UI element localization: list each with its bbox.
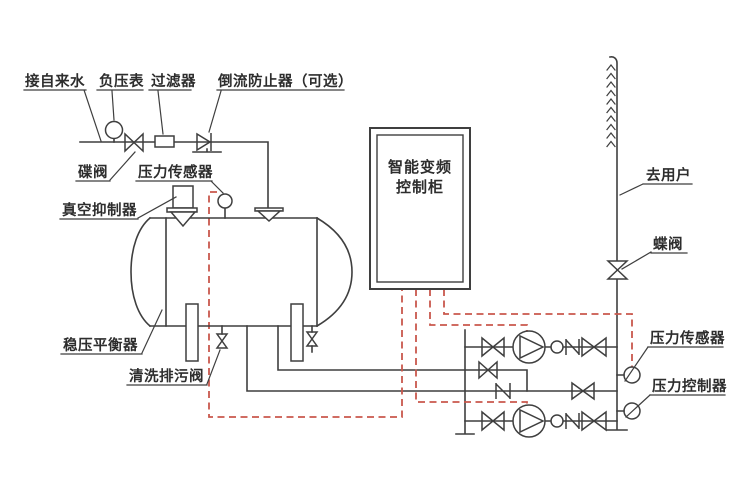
svg-text:碟阀: 碟阀 [78, 163, 108, 181]
pump-2-symbol [512, 404, 546, 438]
backflow-preventer-symbol [196, 132, 212, 152]
pump1-flex-joint-symbol [550, 340, 564, 354]
instrument-stub-pipes [616, 374, 625, 412]
svg-text:压力传感器: 压力传感器 [650, 329, 725, 347]
svg-text:过滤器: 过滤器 [151, 72, 196, 90]
label-filter-leader [148, 89, 192, 135]
labels: 接自来水 负压表 过滤器 倒流防止器（可选） 碟阀 压力传感器 真空抑制器 稳 [23, 72, 727, 396]
drain-valve-right-symbol [305, 331, 319, 347]
svg-text:倒流防止器（可选）: 倒流防止器（可选） [217, 72, 353, 90]
label-tap-water: 接自来水 [23, 72, 102, 142]
label-backflow-preventer: 倒流防止器（可选） [208, 72, 353, 133]
label-drain-valve-leader [126, 349, 221, 386]
tank-right-cap [315, 216, 353, 328]
tank-pressure-sensor-symbol [217, 193, 233, 209]
bypass-valve-symbol [478, 360, 498, 380]
pump2-flex-joint-symbol [550, 414, 564, 428]
svg-text:去用户: 去用户 [646, 166, 691, 184]
pump1-suction-valve-symbol [481, 336, 505, 358]
label-pressure-stabilizer: 稳压平衡器 [60, 309, 163, 355]
label-pressure-stabilizer-leader [60, 309, 163, 355]
svg-text:压力传感器: 压力传感器 [138, 163, 213, 181]
tank-leg-left [185, 303, 199, 362]
label-vacuum-suppressor-leader [59, 196, 177, 220]
label-vacuum-gauge: 负压表 [96, 72, 144, 121]
drain-valve-left-symbol [215, 333, 229, 349]
pump-1-impeller-triangle [519, 334, 545, 360]
label-tap-water-leader [23, 89, 102, 142]
label-to-users: 去用户 [619, 166, 693, 196]
label-butterfly-valve-right: 蝶阀 [621, 235, 688, 270]
label-backflow-preventer-leader [208, 89, 345, 133]
cabinet-title-line2: 控制柜 [396, 178, 444, 196]
label-pressure-sensor-tank-leader [135, 180, 224, 194]
label-vacuum-suppressor: 真空抑制器 [59, 196, 177, 220]
riser-break-chevrons [606, 64, 616, 148]
bypass-check-valve-symbol [495, 383, 511, 399]
bypass-outlet-valve-symbol [571, 381, 595, 401]
tank-outlet-pipe-lower [246, 325, 618, 392]
riser-pipe [606, 56, 628, 431]
svg-text:接自来水: 接自来水 [25, 72, 85, 90]
pump-2-impeller-triangle [519, 408, 545, 434]
label-drain-valve: 清洗排污阀 [126, 349, 221, 386]
svg-text:真空抑制器: 真空抑制器 [62, 201, 137, 219]
pump2-check-valve-symbol [565, 413, 580, 429]
suction-manifold-pipe [455, 329, 475, 435]
label-filter: 过滤器 [148, 72, 196, 135]
outlet-pressure-sensor-symbol [623, 366, 641, 384]
component-symbols [104, 64, 629, 438]
signal-tank-sensor-to-cabinet [208, 191, 403, 418]
tank-inlet-funnel [256, 210, 282, 223]
svg-text:蝶阀: 蝶阀 [653, 235, 683, 253]
pump2-discharge-valve-symbol [581, 410, 607, 432]
svg-text:压力控制器: 压力控制器 [652, 377, 727, 395]
cabinet-title-line1: 智能变频 [388, 158, 452, 176]
cabinet-outer-frame [369, 127, 471, 290]
svg-text:稳压平衡器: 稳压平衡器 [63, 336, 138, 354]
label-butterfly-valve-left-leader [75, 151, 136, 182]
pump1-check-valve-symbol [565, 339, 580, 355]
riser-instruments [623, 346, 651, 420]
control-signal-lines [208, 191, 633, 418]
tank-leg-right [290, 303, 304, 362]
backflow-drain-tick [192, 148, 222, 153]
outlet-sensor-leader [624, 346, 649, 382]
tank-seam-lines [165, 217, 318, 327]
tank-left-cap [130, 216, 152, 328]
vacuum-gauge-symbol [104, 120, 124, 140]
control-cabinet: 智能变频 控制柜 [369, 127, 471, 290]
pump-1-symbol [512, 330, 546, 364]
label-pressure-controller: 压力控制器 [649, 377, 727, 396]
pressure-controller-symbol [623, 402, 641, 420]
svg-text:负压表: 负压表 [99, 72, 144, 90]
signal-cabinet-to-pump-1 [429, 289, 528, 331]
signal-cabinet-to-outlet-sensor [443, 289, 633, 367]
butterfly-valve-left-symbol [124, 132, 144, 153]
label-pressure-sensor-tank: 压力传感器 [135, 163, 224, 194]
label-butterfly-valve-right-leader [621, 251, 688, 270]
label-pressure-sensor-outlet: 压力传感器 [647, 329, 725, 348]
label-vacuum-gauge-leader [96, 89, 144, 121]
pump1-discharge-valve-symbol [581, 336, 607, 358]
vacuum-suppressor-funnel [169, 211, 197, 228]
cabinet-inner-frame [376, 134, 464, 283]
riser-butterfly-valve-symbol [606, 260, 629, 280]
pump2-suction-valve-symbol [481, 410, 505, 432]
label-to-users-leader [619, 183, 693, 196]
svg-text:清洗排污阀: 清洗排污阀 [129, 367, 204, 385]
label-butterfly-valve-left: 碟阀 [75, 151, 136, 182]
water-tank [130, 216, 353, 362]
filter-symbol [154, 135, 175, 148]
